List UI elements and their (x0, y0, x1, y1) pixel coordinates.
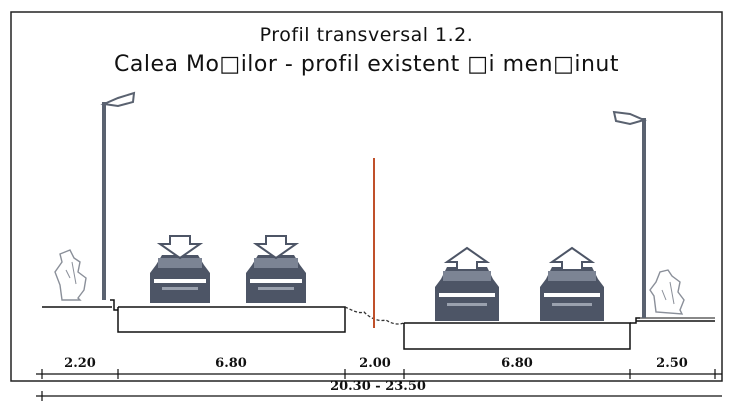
roadway-left (117, 306, 346, 333)
dimension-roadway-right: 6.80 (501, 356, 533, 371)
arrow-down-icon (156, 235, 204, 260)
car-front-icon (540, 267, 604, 321)
curb-left (110, 299, 118, 311)
shrub-icon (54, 249, 87, 301)
street-lamp-icon (612, 110, 647, 318)
diagram-subtitle: Calea Mo□ilor - profil existent □i men□i… (114, 52, 619, 77)
dimension-median: 2.00 (359, 356, 391, 371)
drawing-frame (10, 11, 723, 382)
street-lamp-icon (100, 91, 136, 300)
shrub-icon (649, 269, 685, 315)
dimension-roadway-left: 6.80 (215, 356, 247, 371)
dimension-sidewalk-left: 2.20 (64, 356, 96, 371)
arrow-down-icon (252, 235, 300, 260)
dimension-ticks (41, 369, 716, 379)
arrow-up-icon (548, 246, 596, 271)
dimension-total: 20.30 - 23.50 (330, 379, 426, 394)
dimension-sidewalk-right: 2.50 (656, 356, 688, 371)
car-front-icon (246, 255, 306, 303)
car-front-icon (150, 255, 210, 303)
car-front-icon (435, 267, 499, 321)
diagram-title: Profil transversal 1.2. (259, 24, 474, 46)
arrow-up-icon (443, 246, 491, 271)
roadway-right (403, 322, 631, 350)
